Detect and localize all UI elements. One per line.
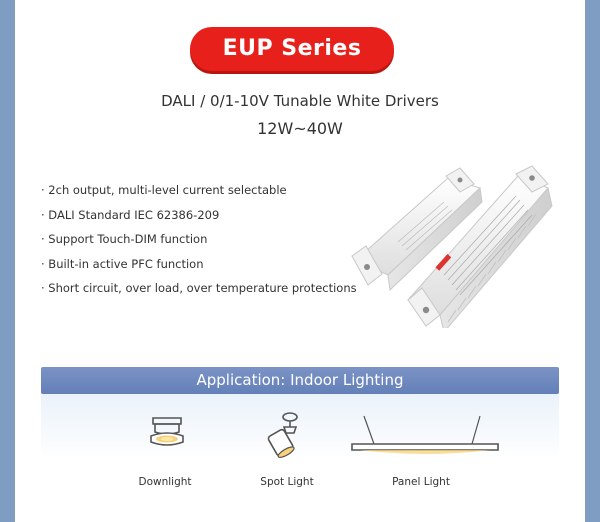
led-driver-image (351, 165, 553, 328)
product-subtitle: DALI / 0/1-10V Tunable White Drivers (161, 92, 439, 110)
application-label: Spot Light (260, 476, 314, 488)
feature-item: · 2ch output, multi-level current select… (41, 183, 287, 197)
feature-item: · Short circuit, over load, over tempera… (41, 281, 357, 295)
feature-item: · DALI Standard IEC 62386-209 (41, 207, 220, 222)
downlight-icon (150, 417, 184, 446)
application-label: Panel Light (392, 476, 450, 488)
feature-list: · 2ch output, multi-level current select… (41, 178, 357, 301)
spotlight-icon (267, 412, 298, 458)
feature-item: · Support Touch-DIM function (41, 232, 208, 246)
power-range: 12W~40W (257, 119, 343, 138)
feature-item: · Built-in active PFC function (41, 256, 204, 271)
driver-front (407, 165, 553, 328)
application-heading-band: Application: Indoor Lighting (41, 367, 559, 394)
series-badge-label: EUP Series (222, 36, 362, 61)
panel-light-icon (351, 415, 499, 454)
application-label: Downlight (138, 476, 192, 488)
series-badge: EUP Series (190, 27, 394, 71)
application-heading: Application: Indoor Lighting (196, 371, 404, 389)
driver-back (351, 167, 483, 292)
